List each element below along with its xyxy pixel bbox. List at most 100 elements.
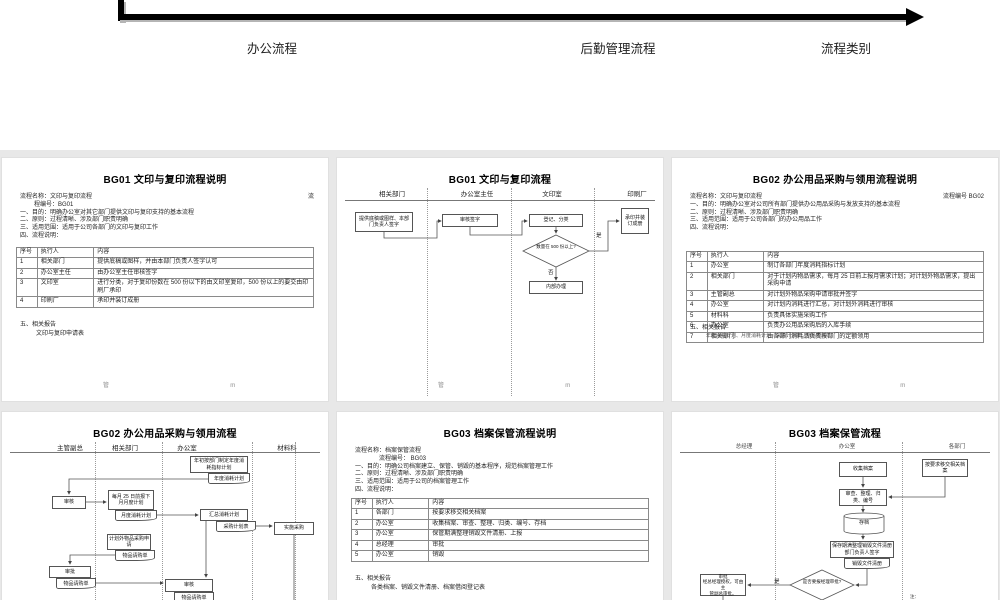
flow-step-review: 审核 [52,496,86,509]
doc-purchase-plan: 采购计划表 [216,521,256,532]
table-cell: 办公室 [706,300,765,312]
db-archive-store: 存档 [858,520,869,526]
meta-item: 二、原则：过程清晰、涉及部门职责明确 [355,471,464,478]
col-header: 内容 [428,497,649,510]
meta-block: 流程名称：档案保管流程 流程编号： BG03 一、目的：明确公司档案建立、保管、… [355,448,649,495]
table-cell: 主管副总 [706,290,765,302]
doc-destroy-file-list: 销毁文件清册 [844,558,890,569]
table-cell: 由各部门消耗品负责按部门的定额领用 [763,332,984,344]
arrow-elbow [118,0,124,21]
lane-separator [162,442,163,600]
table-cell: 对于计划内物品需求，每月 25 日前上报月需求计划；对计划外物品需求，提出采购申… [763,271,984,291]
meta-name: 流程名称：文印与复印流程 [20,194,93,200]
meta-item: 二、原则：过程清晰、涉及部门职责明确 [20,217,129,224]
meta-item: 三、适用范围：适用于公司各部门的文印与复印工作 [20,225,159,232]
lane-header: 文印室 [542,191,562,198]
meta-item: 一、目的：明确公司档案建立、保管、销毁的基本程序，规范档案管理工作 [355,463,554,470]
col-header: 内容 [763,251,984,263]
table-cell: 按要求移交相关档案 [428,508,649,520]
gm-approve-line: 审批 [718,573,728,579]
banner-label-office-process: 办公流程 [246,42,297,56]
report-item: 年度消耗计划、月度消耗计划、采购计划表、物品领用单 [706,333,832,339]
page-title: BG03 档案保管流程说明 [443,429,557,440]
doc-requisition-form: 物品请购单 [115,550,155,561]
meta-item: 三、适用范围：适用于公司的档案管理工作 [355,479,470,486]
flow-step-provide-draft: 提供底稿或图样、本部门负责人签字 [355,212,413,232]
table-cell: 3 [686,290,708,302]
table-cell: 办公室 [371,550,430,562]
meta-item: 四、流程说明： [690,225,733,232]
table-cell: 5 [686,311,708,323]
banner-label-process-category: 流程类别 [820,42,871,56]
flow-step-execute-purchase: 实施采购 [274,522,314,535]
table-cell: 1 [16,257,38,269]
table-cell: 3 [351,529,373,541]
col-header: 执行人 [706,251,765,263]
page-bg01-flowchart: BG01 文印与复印流程 相关部门 办公室主任 文印室 印刷厂 提供底稿或图 [336,157,664,402]
label-no: 否 [548,270,554,276]
footer-mark: 管 [438,383,445,389]
table-cell: 材料科 [706,311,765,323]
meta-item: 一、目的：明确办公室对公司所有部门提供办公用品采购与发放支持的基本流程 [690,201,901,208]
label-yes: 是 [596,233,602,239]
table-cell: 3 [16,278,38,298]
col-header: 序号 [16,246,38,259]
table-cell: 2 [351,518,373,531]
note-line: 注： [910,594,919,599]
flow-step-unplanned-request: 计划外物品采购申请 [107,534,151,550]
table-header-row: 序号 执行人 内容 [16,246,314,259]
col-header: 序号 [686,251,708,263]
flow-connectors [722,477,946,600]
lane-header: 各部门 [948,444,966,450]
meta-item: 二、原则：过程清晰、涉及部门职责明确 [690,209,799,216]
flow-step-summarize-plan: 汇总消耗计划 [200,509,248,521]
lane-separator [775,442,776,600]
table-cell: 负责具体实施采购工作 [763,311,984,323]
meta-code: 程编号：BG01 [34,201,74,208]
table-cell: 收集档案、审查、整理、归类、编号、存档 [428,518,649,531]
lane-header: 相关部门 [379,191,405,198]
flow-step-annual-plan: 年初按部门制定年度消耗指标计划 [190,456,248,473]
related-reports: 五、相关报告 各类档案、销毁文件清册、档案借阅登记表 [355,575,485,593]
table-cell: 2 [16,267,38,280]
col-header: 执行人 [36,246,95,259]
doc-monthly-consumption-plan: 月度消耗计划 [115,510,157,521]
page-title: BG03 档案保管流程 [788,429,882,440]
lane-header: 主管副总 [57,445,83,452]
page-bg02-flowchart: BG02 办公用品采购与领用流程 主管副总 相关部门 办公室 材料科 [1,411,329,600]
lane-rule [10,452,320,453]
table-cell: 相关部门 [706,332,765,344]
footer-mark: 管 [103,383,110,389]
table-cell: 相关部门 [36,257,95,269]
table-cell: 4 [16,296,38,308]
lane-separator [511,188,512,396]
report-heading: 五、相关报告 [20,322,57,328]
col-header: 执行人 [371,497,430,510]
footer-mark: m [565,383,571,389]
process-category-banner: 办公流程 后勤管理流程 流程类别 [0,0,1000,150]
flow-step-destroy-list: 保存期满整理销毁文件清册 部门负责人签字 [830,541,894,558]
lane-header: 总经理 [735,444,753,450]
table-cell: 承印并装订成册 [93,296,314,308]
page-bg03-description: BG03 档案保管流程说明 流程名称：档案保管流程 流程编号： BG03 一、目… [336,411,664,600]
banner-label-logistics-process: 后勤管理流程 [580,42,656,56]
lane-rule [680,452,990,453]
doc-annual-consumption-plan: 年度消耗计划 [208,473,250,484]
table-cell: 审批 [428,539,649,552]
doc-requisition-form: 物品请购单 [56,578,96,589]
page-bg01-description: BG01 文印与复印流程说明 流程名称：文印与复印流程 流 程编号：BG01 一… [1,157,329,402]
page-preview-board: BG01 文印与复印流程说明 流程名称：文印与复印流程 流 程编号：BG01 一… [0,150,1000,600]
page-bg03-flowchart: BG03 档案保管流程 总经理 办公室 各部门 [671,411,999,600]
lane-header: 办公室主任 [460,191,494,198]
table-header-row: 序号 执行人 内容 [686,251,984,263]
meta-item: 四、流程说明： [355,486,398,493]
flow-step-gm-approve: 审批 经总经理授权，可由主 管副总审批。 [700,574,746,596]
table-header-row: 序号 执行人 内容 [351,497,649,510]
